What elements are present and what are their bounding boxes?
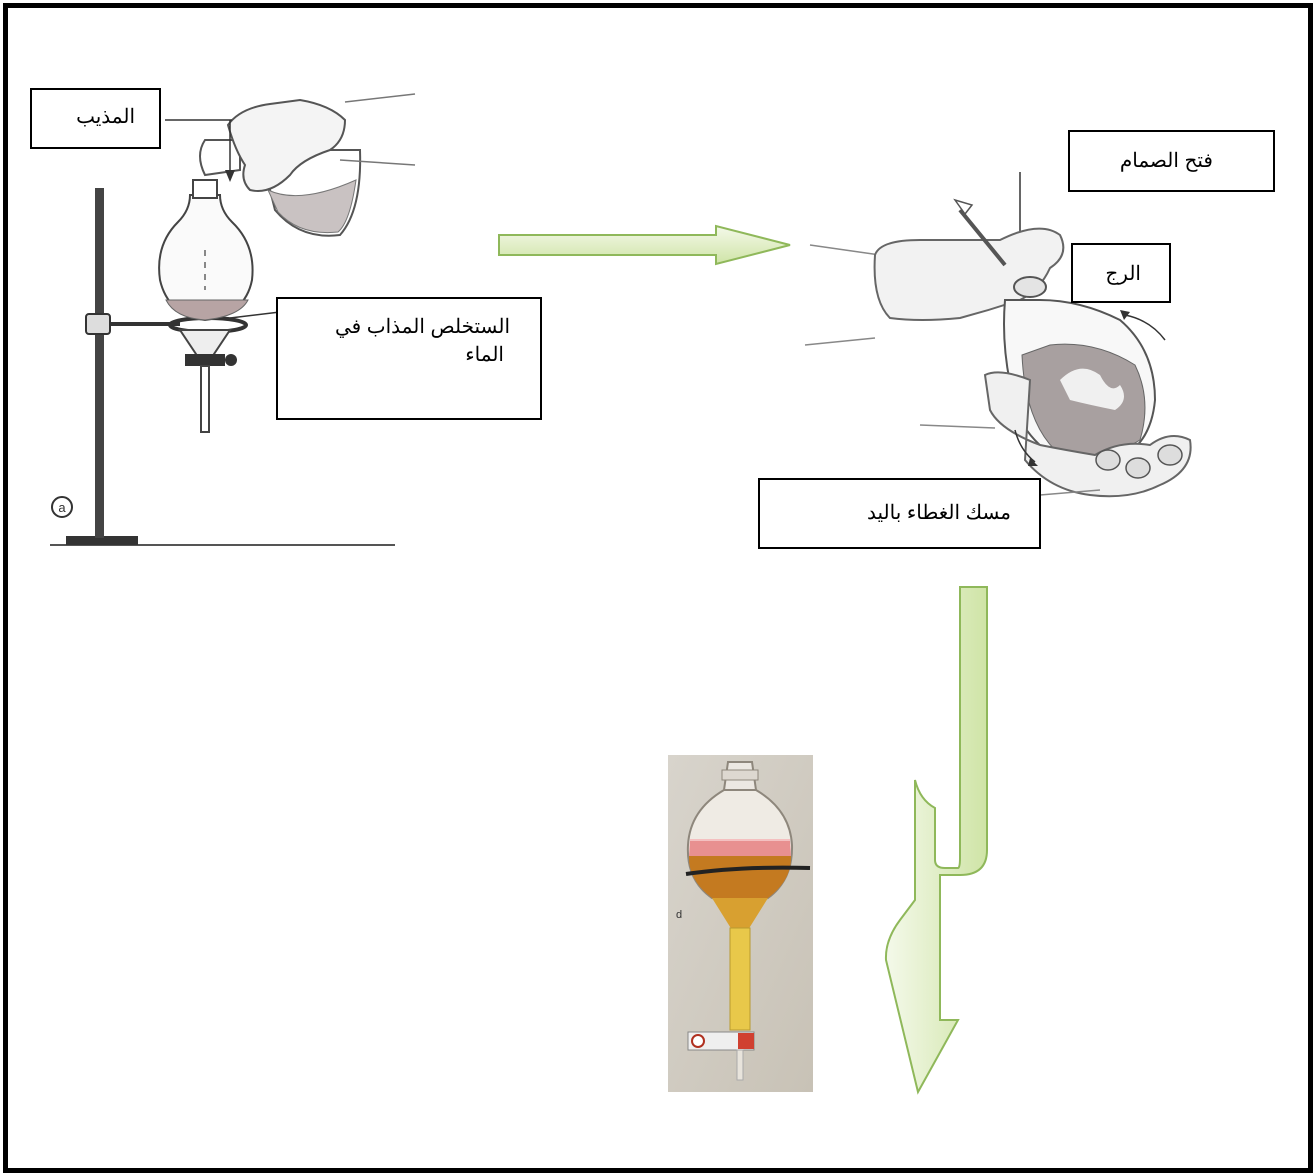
arrow-right (498, 224, 791, 266)
upper-layer (689, 840, 791, 856)
photo-stem (729, 927, 751, 1031)
svg-text:a: a (58, 500, 66, 515)
label-open-valve-text: فتح الصمام (1119, 150, 1213, 172)
figure-frame (3, 3, 1313, 1173)
arrow-down-shape (884, 586, 988, 1095)
stand-rod (95, 188, 104, 538)
label-extract-line1: الستخلص المذاب في (335, 316, 510, 338)
stopcock (185, 354, 225, 366)
hand-pouring-solvent (165, 93, 416, 237)
label-hold-cap: مسك الغطاء باليد (758, 478, 1041, 549)
label-extract-line2: الماء (465, 344, 504, 366)
label-solvent-text: المذيب (76, 106, 135, 128)
pouring-hand (226, 98, 347, 192)
separatory-funnel-photo: d (668, 755, 813, 1092)
shaking-funnel-illustration (804, 172, 1192, 498)
label-shaking-text: الرج (1105, 263, 1141, 285)
label-shaking: الرج (1071, 243, 1171, 303)
arrow-down (884, 586, 988, 1095)
label-extract: الستخلص المذاب في الماء (276, 297, 542, 420)
label-hold-cap-text: مسك الغطاء باليد (866, 502, 1011, 524)
label-solvent: المذيب (30, 88, 161, 149)
stand-base (66, 536, 138, 545)
funnel-stem (200, 365, 210, 433)
panel-mark-a (51, 496, 73, 518)
arrow-right-shape (498, 224, 791, 266)
panel-mark-d: d (676, 909, 682, 921)
clamp-boss (85, 313, 111, 335)
label-open-valve: فتح الصمام (1068, 130, 1275, 192)
separatory-funnel-setup: a (50, 179, 395, 546)
funnel-liquid (165, 299, 249, 321)
